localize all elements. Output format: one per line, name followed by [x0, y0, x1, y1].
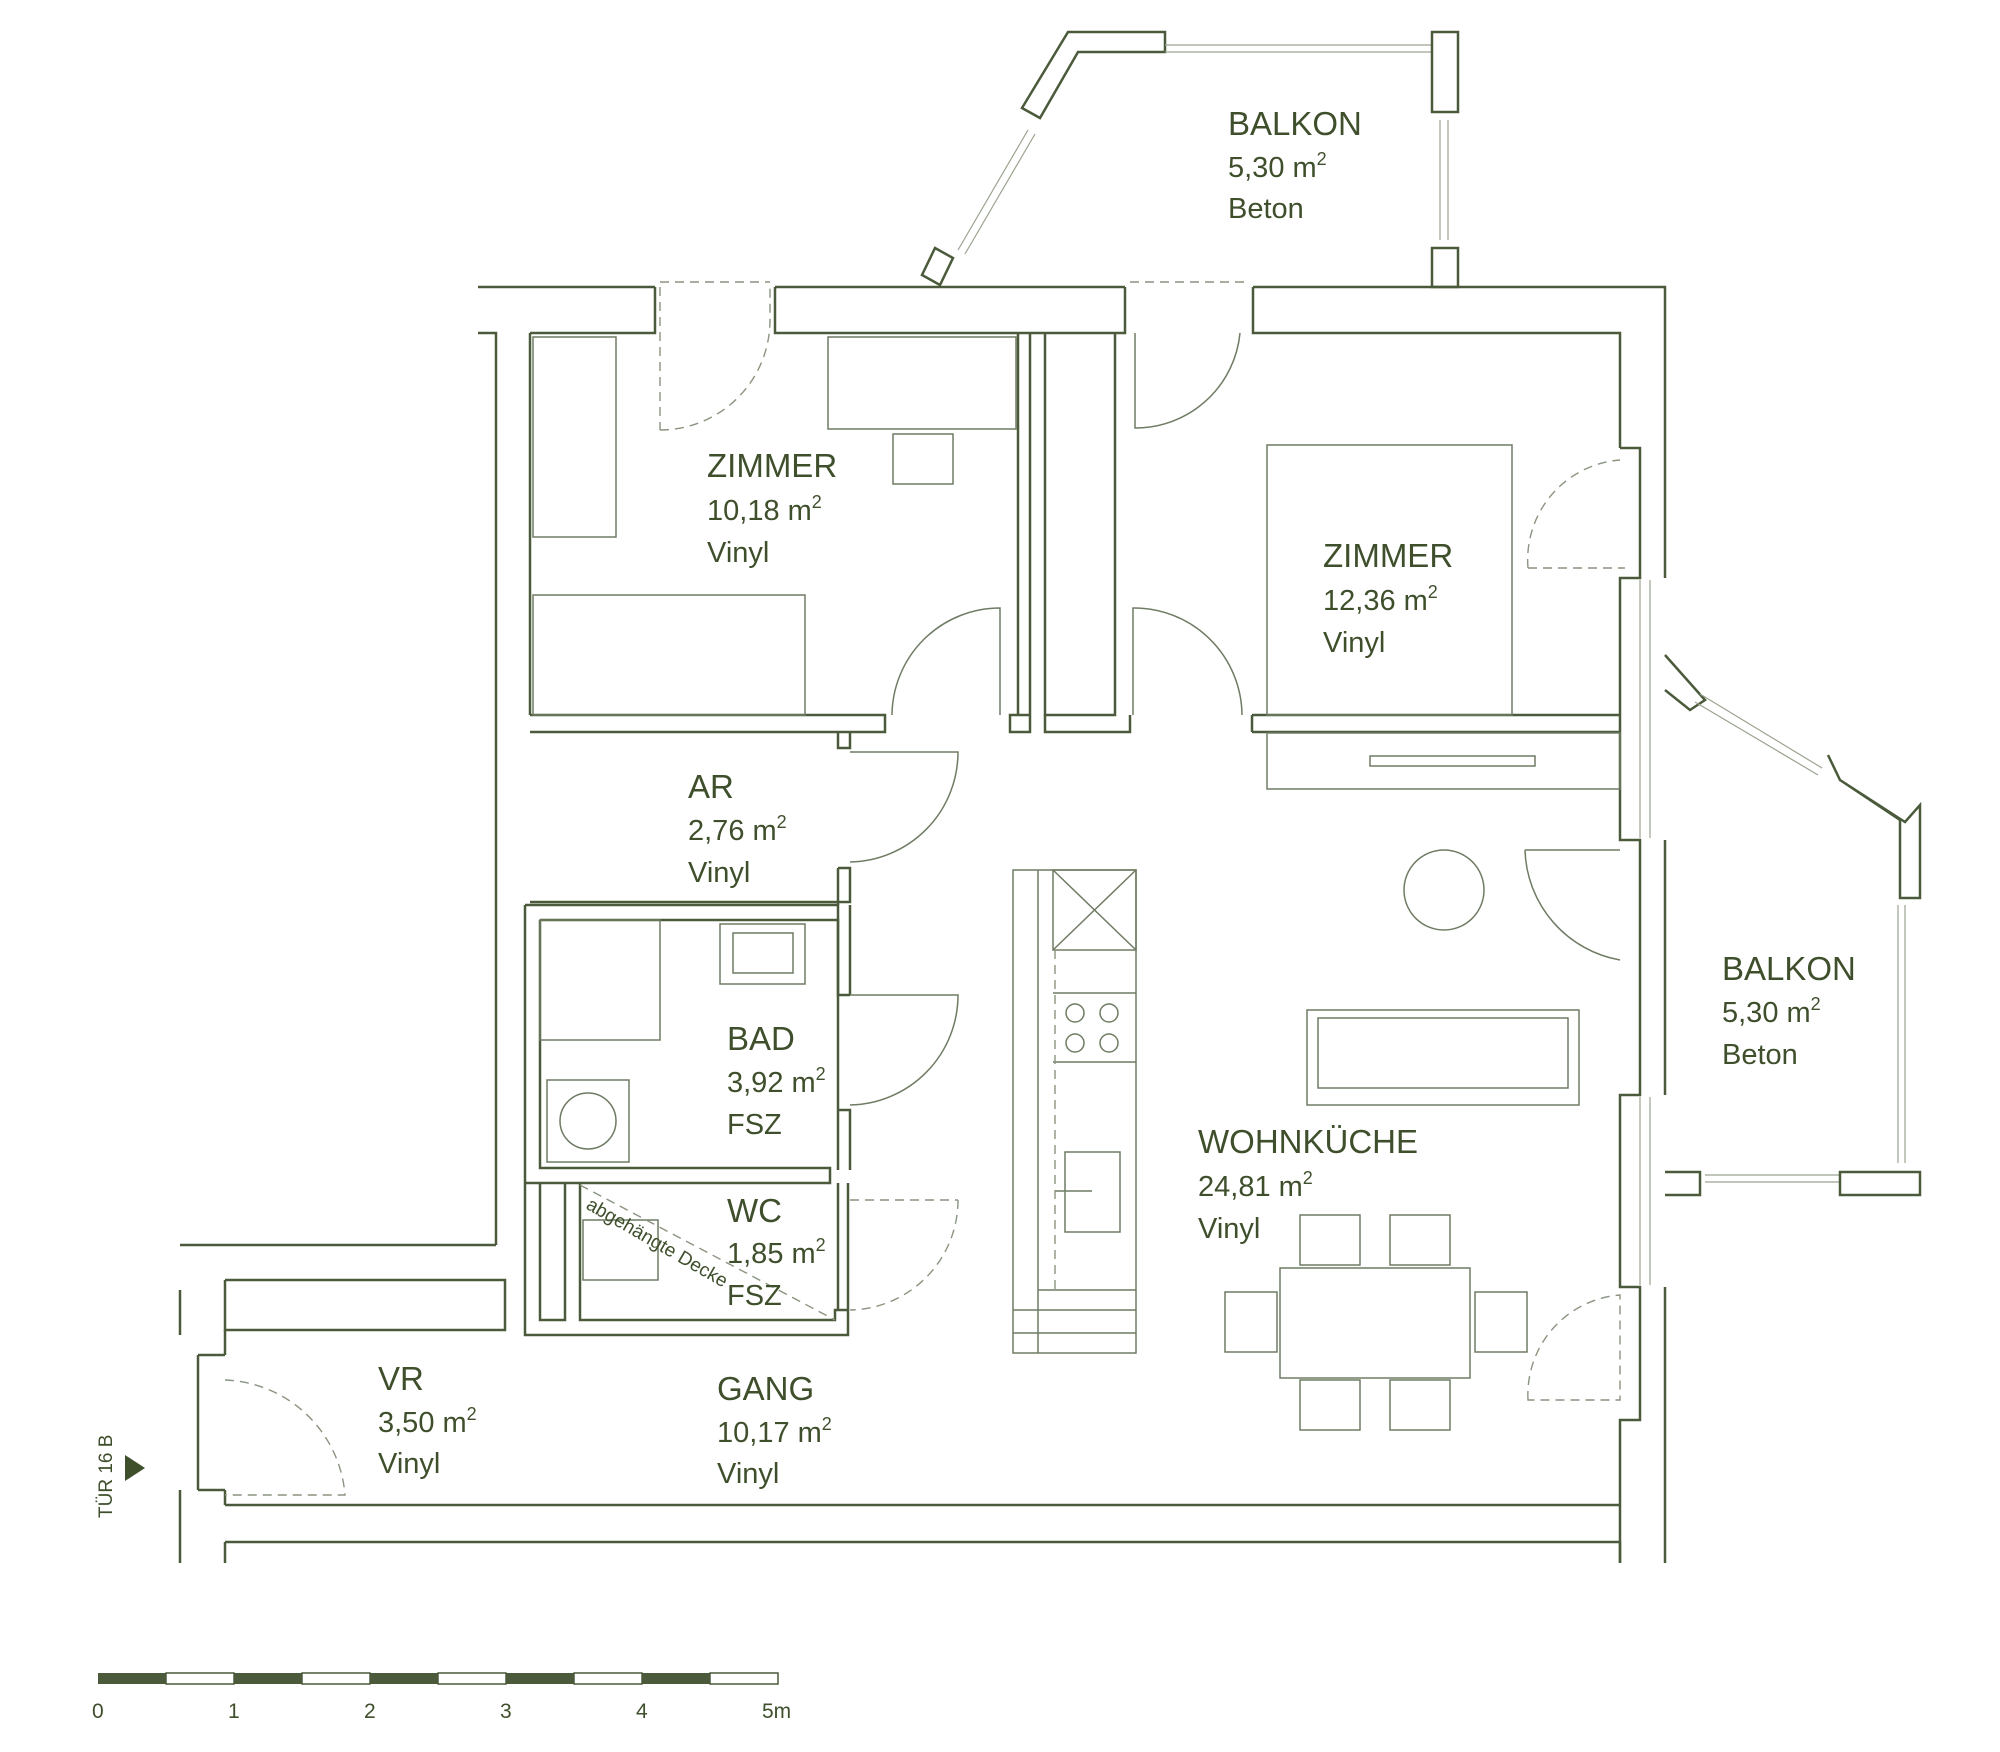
svg-text:Vinyl: Vinyl [378, 1448, 440, 1480]
svg-text:BAD: BAD [727, 1020, 795, 1057]
svg-text:ZIMMER: ZIMMER [1323, 537, 1453, 574]
doors [196, 287, 1625, 1496]
scale-seg-6 [437, 1672, 507, 1685]
svg-text:WOHNKÜCHE: WOHNKÜCHE [1198, 1123, 1418, 1160]
svg-text:1,85 m2: 1,85 m2 [727, 1235, 826, 1270]
scale-seg-2 [165, 1672, 235, 1685]
scale-seg-8 [573, 1672, 643, 1685]
svg-text:10,17 m2: 10,17 m2 [717, 1414, 832, 1449]
scale-tick-1: 1 [228, 1700, 240, 1723]
svg-text:5,30 m2: 5,30 m2 [1228, 149, 1327, 184]
room-label-zimmer-left: ZIMMER 10,18 m2 Vinyl [707, 447, 837, 569]
svg-text:FSZ: FSZ [727, 1280, 782, 1312]
scale-tick-3: 3 [500, 1700, 512, 1723]
svg-text:Beton: Beton [1228, 193, 1304, 225]
svg-text:BALKON: BALKON [1228, 105, 1362, 142]
svg-text:Vinyl: Vinyl [1323, 627, 1385, 659]
svg-text:ZIMMER: ZIMMER [707, 447, 837, 484]
note-suspended-ceiling: abgehängte Decke [583, 1194, 732, 1292]
room-label-bad: BAD 3,92 m2 FSZ [727, 1020, 826, 1141]
svg-text:Vinyl: Vinyl [688, 857, 750, 889]
room-label-zimmer-right: ZIMMER 12,36 m2 Vinyl [1323, 537, 1453, 659]
svg-text:2,76 m2: 2,76 m2 [688, 812, 787, 847]
scale-seg-7 [506, 1673, 574, 1684]
scale-tick-2: 2 [364, 1700, 376, 1723]
scale-tick-5: 5m [762, 1700, 791, 1723]
svg-text:FSZ: FSZ [727, 1109, 782, 1141]
scale-seg-4 [301, 1672, 371, 1685]
balcony-top [660, 30, 1460, 289]
entry-arrow-icon [125, 1455, 145, 1481]
room-label-gang: GANG 10,17 m2 Vinyl [717, 1370, 832, 1490]
svg-text:Vinyl: Vinyl [707, 537, 769, 569]
scale-seg-9 [642, 1673, 710, 1684]
svg-text:WC: WC [727, 1192, 782, 1229]
interior-walls [523, 333, 1620, 1337]
scale-seg-5 [370, 1673, 438, 1684]
svg-text:BALKON: BALKON [1722, 950, 1856, 987]
room-label-vr: VR 3,50 m2 Vinyl [378, 1360, 477, 1480]
entry-door-label: TÜR 16 B [96, 1435, 117, 1518]
svg-text:12,36 m2: 12,36 m2 [1323, 582, 1438, 617]
svg-text:10,18 m2: 10,18 m2 [707, 492, 822, 527]
svg-text:24,81 m2: 24,81 m2 [1198, 1168, 1313, 1203]
scale-seg-3 [234, 1673, 302, 1684]
scale-tick-4: 4 [636, 1700, 648, 1723]
furniture [532, 336, 1621, 1431]
svg-text:Vinyl: Vinyl [1198, 1213, 1260, 1245]
svg-text:VR: VR [378, 1360, 424, 1397]
svg-text:3,92 m2: 3,92 m2 [727, 1064, 826, 1099]
svg-text:Beton: Beton [1722, 1039, 1798, 1071]
svg-text:Vinyl: Vinyl [717, 1458, 779, 1490]
scale-tick-0: 0 [92, 1700, 104, 1723]
svg-text:3,50 m2: 3,50 m2 [378, 1404, 477, 1439]
room-label-balkon-right: BALKON 5,30 m2 Beton [1722, 950, 1856, 1071]
outer-walls [178, 285, 1667, 1563]
room-label-ar: AR 2,76 m2 Vinyl [688, 768, 787, 889]
scale-bar: 0 1 2 3 4 5m [92, 1672, 791, 1723]
svg-text:AR: AR [688, 768, 734, 805]
room-label-wohnkueche: WOHNKÜCHE 24,81 m2 Vinyl [1198, 1123, 1418, 1245]
room-label-balkon-top: BALKON 5,30 m2 Beton [1228, 105, 1362, 225]
scale-seg-1 [98, 1673, 166, 1684]
scale-seg-10 [709, 1672, 779, 1685]
svg-text:5,30 m2: 5,30 m2 [1722, 994, 1821, 1029]
entry-door-marker: TÜR 16 B [96, 1435, 145, 1518]
svg-text:GANG: GANG [717, 1370, 814, 1407]
balcony-right [1639, 580, 1922, 1285]
room-label-wc: WC 1,85 m2 FSZ [727, 1192, 826, 1312]
